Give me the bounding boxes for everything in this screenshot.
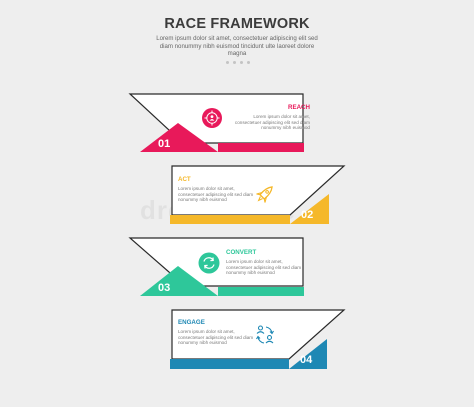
step-engage-shape xyxy=(170,309,346,369)
step-convert-shape xyxy=(128,237,304,296)
page-title: RACE FRAMEWORK xyxy=(164,16,310,32)
people-exchange-icon xyxy=(256,325,274,344)
step-reach-shape xyxy=(128,93,304,152)
step-engage-number: 04 xyxy=(300,354,313,366)
step-engage-text: ENGAGE Lorem ipsum dolor sit amet, conse… xyxy=(178,319,258,346)
dot xyxy=(240,61,243,64)
step-reach-triangle xyxy=(140,123,218,152)
step-engage-triangle xyxy=(289,339,327,369)
refresh-cycle-icon xyxy=(198,252,220,274)
dot xyxy=(247,61,250,64)
step-engage-bar xyxy=(170,359,289,369)
step-convert-triangle xyxy=(140,266,218,296)
step-convert-title: CONVERT xyxy=(226,249,257,256)
step-act-title: ACT xyxy=(178,176,191,183)
step-reach-title: REACH xyxy=(287,104,310,111)
step-convert-number: 03 xyxy=(158,282,171,294)
step-engage-description: Lorem ipsum dolor sit amet, consectetuer… xyxy=(178,329,254,346)
pagination-dots xyxy=(226,61,250,64)
page-subtitle: Lorem ipsum dolor sit amet, consectetuer… xyxy=(156,35,318,58)
step-act-description: Lorem ipsum dolor sit amet, consectetuer… xyxy=(178,186,254,203)
step-act-shape xyxy=(170,165,346,224)
step-act-number: 02 xyxy=(301,209,314,221)
step-act-triangle xyxy=(290,194,329,224)
step-reach-text: REACH Lorem ipsum dolor sit amet, consec… xyxy=(230,104,310,131)
step-convert-text: CONVERT Lorem ipsum dolor sit amet, cons… xyxy=(226,249,306,276)
step-convert-bar xyxy=(218,287,304,296)
user-target-icon xyxy=(202,108,222,128)
step-convert-description: Lorem ipsum dolor sit amet, consectetuer… xyxy=(226,259,302,276)
step-reach-bar xyxy=(218,143,304,152)
step-act-text: ACT Lorem ipsum dolor sit amet, consecte… xyxy=(178,176,258,203)
step-act-bar xyxy=(170,215,290,224)
step-reach-number: 01 xyxy=(158,138,171,150)
step-reach-description: Lorem ipsum dolor sit amet, consectetuer… xyxy=(234,114,310,131)
dot xyxy=(233,61,236,64)
step-engage-title: ENGAGE xyxy=(178,319,205,326)
rocket-icon xyxy=(256,186,273,203)
dot xyxy=(226,61,229,64)
